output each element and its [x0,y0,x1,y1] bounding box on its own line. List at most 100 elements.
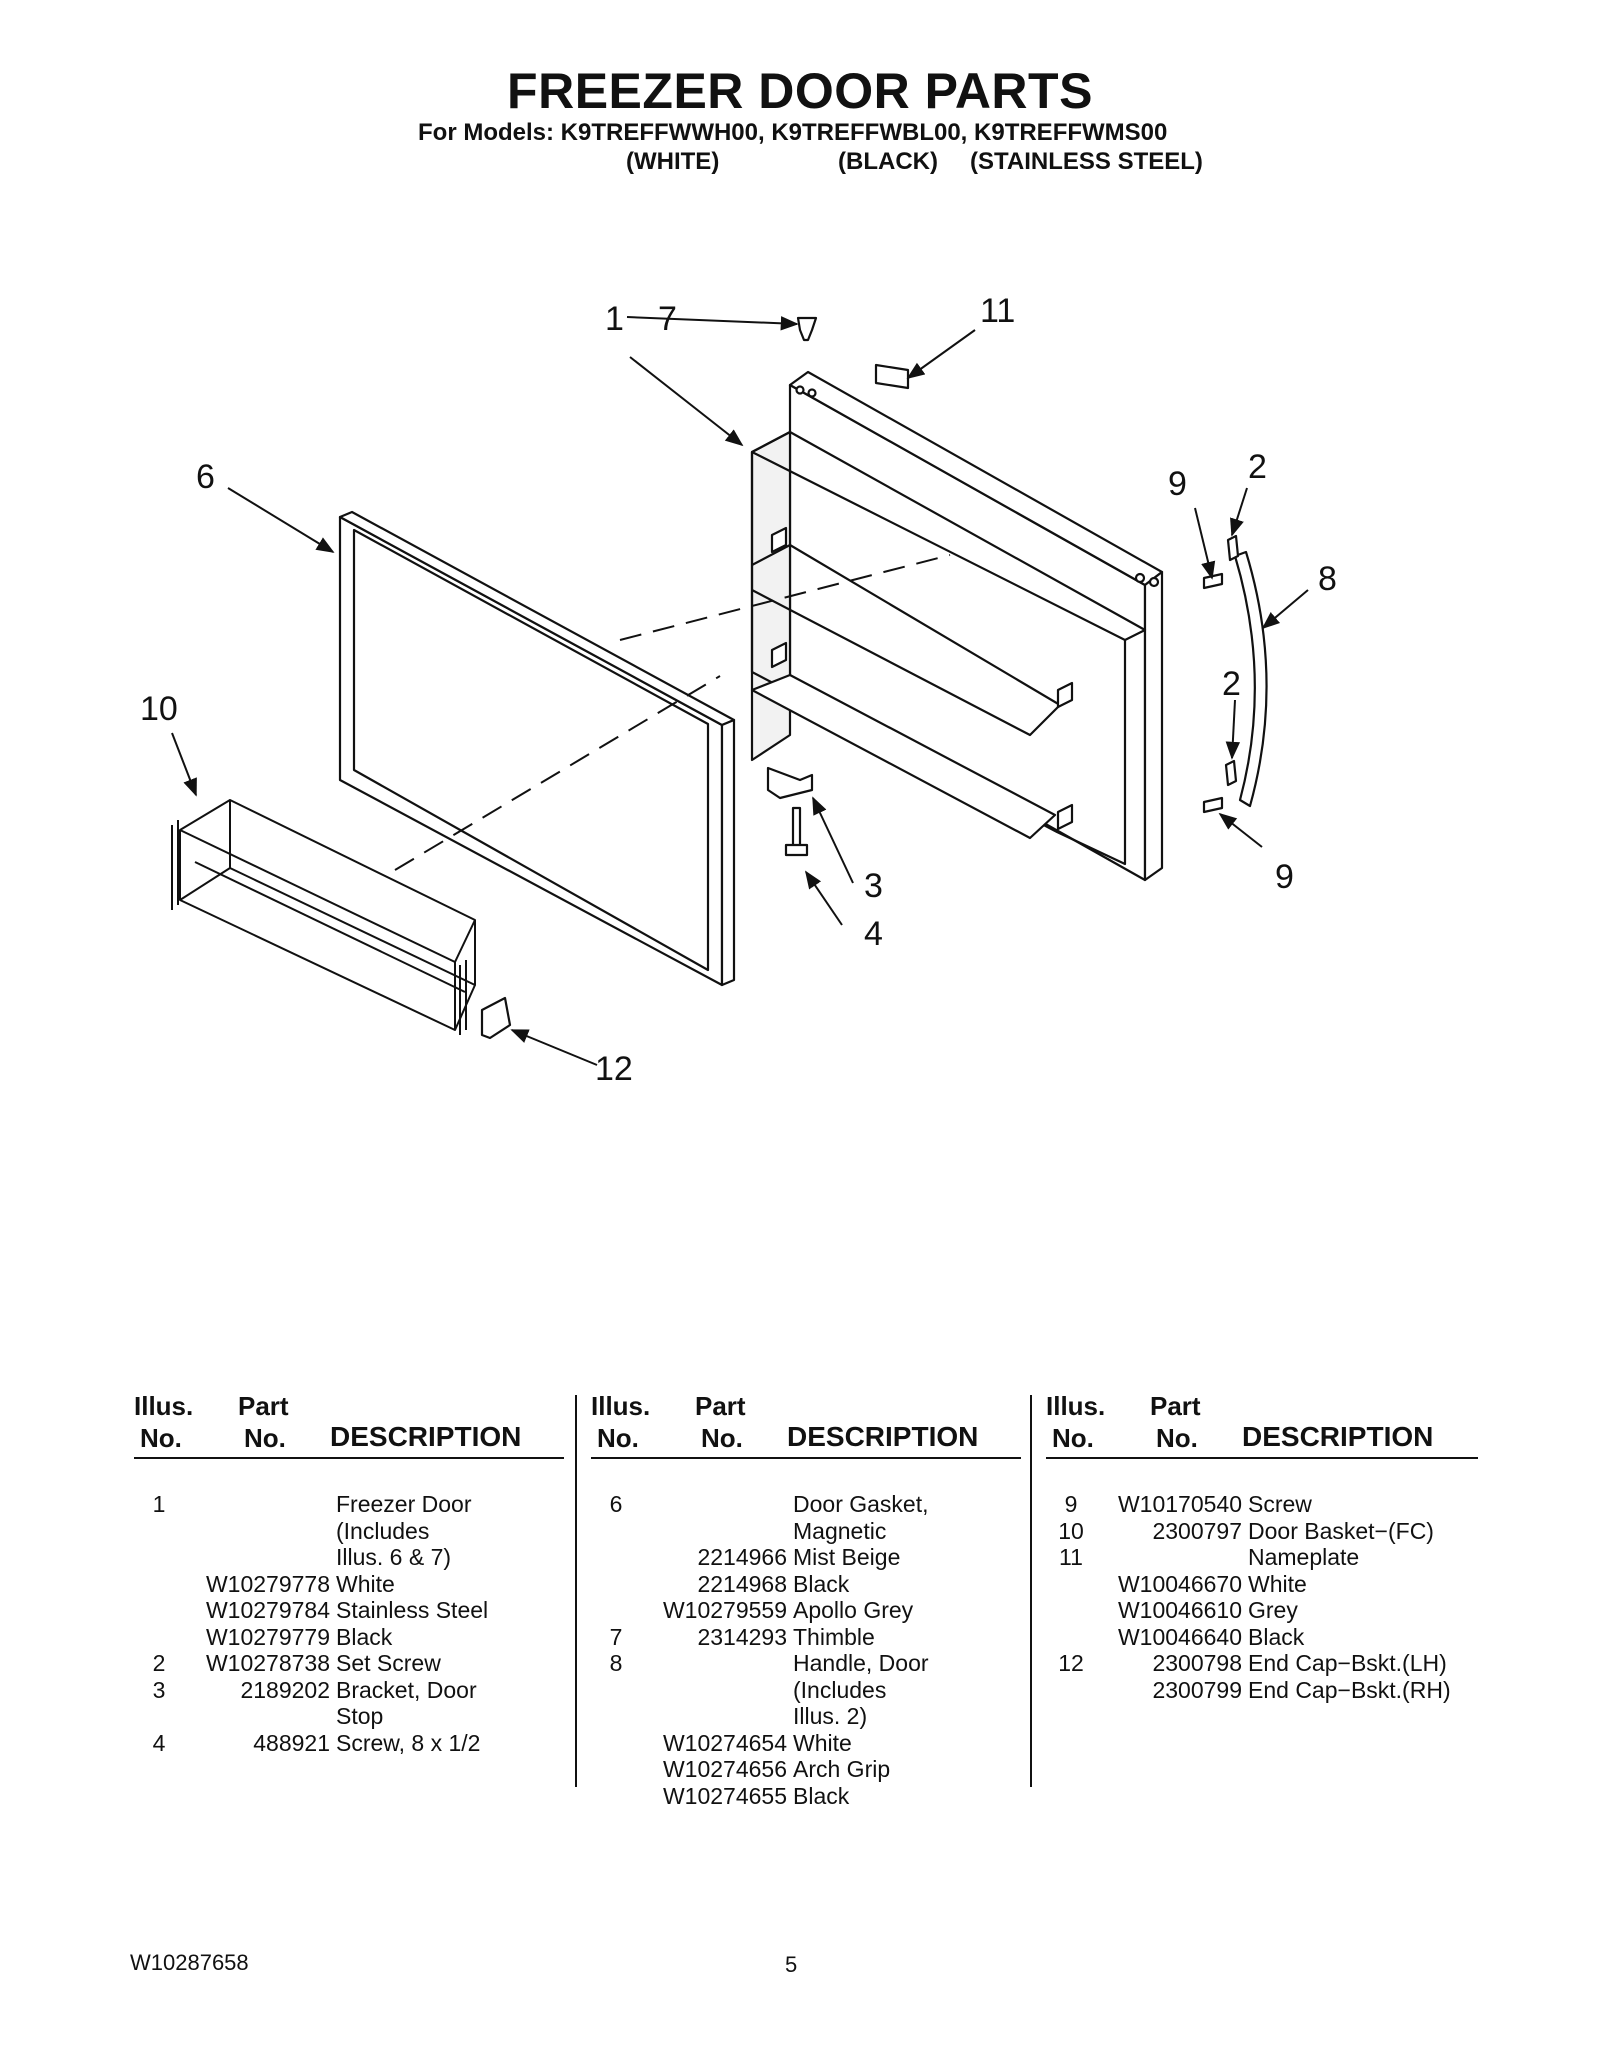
part-no-cell: W10046640 [1117,1623,1242,1650]
table-row: 8 Handle, Door [591,1650,1021,1677]
description-cell: Door Gasket, [793,1491,929,1517]
description-cell: Black [793,1570,850,1597]
page-number: 5 [785,1952,798,1977]
table-row: Stop [134,1703,564,1730]
screw-drawing [784,806,809,857]
description-cell: Mist Beige [793,1544,901,1570]
callout-2-top: 2 [1248,448,1267,486]
models-line: For Models: K9TREFFWWH00, K9TREFFWBL00, … [418,119,1168,146]
door-gasket-drawing [338,510,736,987]
header-description: DESCRIPTION [1242,1421,1434,1452]
nameplate-drawing [874,363,910,390]
description-cell: Screw, 8 x 1/2 [336,1729,481,1756]
table-row: (Includes [134,1518,564,1545]
table-row: Illus. 6 & 7) [134,1544,564,1571]
header-illus: Illus. [591,1391,651,1421]
description-cell: White [793,1729,852,1756]
description-cell: Nameplate [1248,1544,1360,1570]
header-part-no: No. [701,1423,743,1453]
part-no-cell: W10046610 [1117,1597,1242,1623]
part-no-cell: W10279559 [662,1597,787,1623]
callout-4: 4 [864,915,883,953]
illus-no-cell: 12 [1058,1650,1084,1676]
table-header: Illus. No. Part No. DESCRIPTION [591,1393,1021,1459]
part-no-cell: W10279784 [205,1597,330,1623]
table-row: 1 Freezer Door [134,1491,564,1518]
callout-10: 10 [140,690,178,728]
table-row: Magnetic [591,1518,1021,1545]
illus-no-cell: 7 [609,1623,623,1650]
set-screw-bottom-drawing [1224,759,1238,787]
header-illus: Illus. [134,1391,194,1421]
description-cell: Handle, Door [793,1650,929,1676]
description-cell: (Includes [793,1676,887,1703]
header-part-no: No. [244,1423,286,1453]
header-illus: Illus. [1046,1391,1106,1421]
exploded-parts-diagram: 1 2 2 3 4 6 7 8 9 9 10 11 12 [140,292,1337,1088]
illus-no-cell: 1 [152,1491,166,1517]
illus-no-cell: 11 [1059,1544,1083,1570]
table-row: Illus. 2) [591,1703,1021,1730]
bracket-drawing [766,766,814,800]
freezer-door-drawing [750,370,1164,882]
description-cell: Door Basket−(FC) [1248,1517,1434,1544]
callout-8: 8 [1318,560,1337,598]
header-description: DESCRIPTION [787,1421,979,1452]
table-row: 11 Nameplate [1046,1544,1478,1571]
illus-no-cell: 6 [609,1491,623,1517]
description-cell: Black [793,1782,850,1809]
part-no-cell: 2314293 [697,1623,787,1650]
color-stainless: (STAINLESS STEEL) [970,148,1203,175]
parts-column-2: Illus. No. Part No. DESCRIPTION 6 Door Ga… [591,1393,1021,1809]
description-cell: Freezer Door [336,1491,472,1517]
callout-6: 6 [196,458,215,496]
header-illus-no: No. [140,1423,182,1453]
callout-7: 7 [658,300,677,338]
part-no-cell: 488921 [253,1729,330,1756]
callout-3: 3 [864,867,883,905]
callout-12: 12 [595,1050,633,1088]
handle-drawing [1233,550,1268,808]
handle-screw-top-drawing [1202,572,1224,590]
table-header: Illus. No. Part No. DESCRIPTION [1046,1393,1478,1459]
color-white: (WHITE) [626,148,720,175]
description-cell: Illus. 2) [793,1703,868,1729]
illus-no-cell: 8 [609,1650,623,1676]
part-no-cell: 2300798 [1152,1650,1242,1676]
description-cell: End Cap−Bskt.(RH) [1248,1676,1451,1703]
part-no-cell: W10274654 [662,1729,787,1756]
header-part: Part [695,1391,746,1421]
table-header: Illus. No. Part No. DESCRIPTION [134,1393,564,1459]
illus-no-cell: 4 [152,1729,166,1756]
description-cell: Apollo Grey [793,1597,914,1623]
part-no-cell: W10274655 [662,1782,787,1809]
header-illus-no: No. [1052,1423,1094,1453]
door-basket-drawing [171,799,476,1035]
illus-no-cell: 9 [1064,1491,1078,1517]
column-divider [1030,1395,1032,1787]
description-cell: White [1248,1570,1307,1597]
description-cell: Grey [1248,1597,1298,1623]
description-cell: Screw [1248,1491,1312,1517]
handle-screw-bottom-drawing [1202,796,1224,814]
description-cell: Stainless Steel [336,1597,489,1623]
end-cap-drawing [480,996,512,1040]
table-row: 6 Door Gasket, [591,1491,1021,1518]
part-no-cell: 2214968 [697,1570,787,1597]
description-cell: Bracket, Door [336,1676,477,1703]
callout-11: 11 [980,292,1015,330]
illus-no-cell: 10 [1058,1517,1084,1544]
